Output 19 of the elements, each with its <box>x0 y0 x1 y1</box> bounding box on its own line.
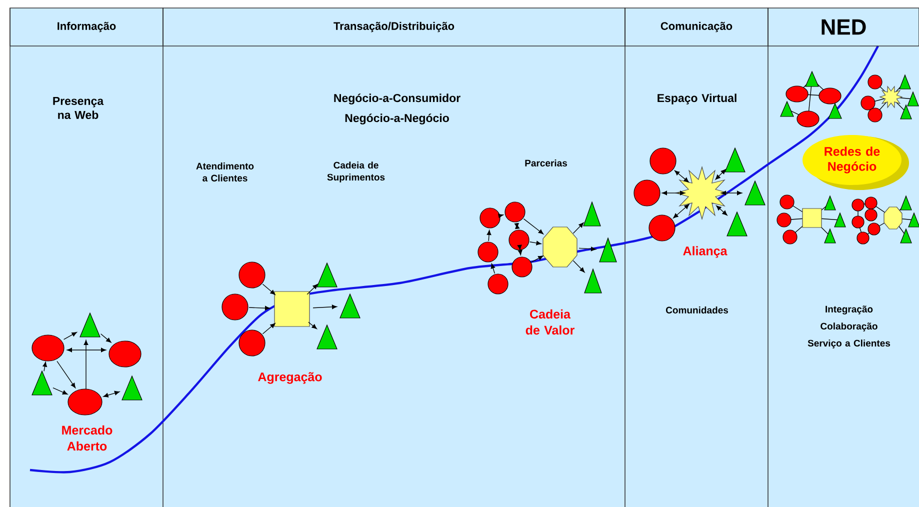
caption-text: Cadeia de Valor <box>526 309 574 335</box>
header-cell: Transação/Distribuição <box>162 8 626 46</box>
heading-text: Espaço Virtual <box>658 94 736 104</box>
label-text: Integração <box>826 306 873 314</box>
caption-text: Aliança <box>683 246 728 258</box>
header-cell: Comunicação <box>624 8 768 46</box>
header-cell: Informação <box>10 8 164 46</box>
header-cell: NED <box>768 8 919 46</box>
label-text: Colaboração <box>820 322 878 332</box>
label-text: Serviço a Clientes <box>808 340 890 348</box>
caption-text: Agregação <box>258 372 322 384</box>
heading-text: Negócio-a-Consumidor <box>334 94 460 104</box>
label-text: Comunidades <box>666 306 728 314</box>
heading-text: Negócio-a-Negócio <box>345 114 449 124</box>
heading-text: Presença na Web <box>53 97 104 120</box>
label-text: Atendimento a Clientes <box>196 162 254 182</box>
label-text: Parcerias <box>525 160 567 166</box>
label-text: Cadeia de Suprimentos <box>327 162 385 182</box>
caption-text: Mercado Aberto <box>62 425 112 451</box>
